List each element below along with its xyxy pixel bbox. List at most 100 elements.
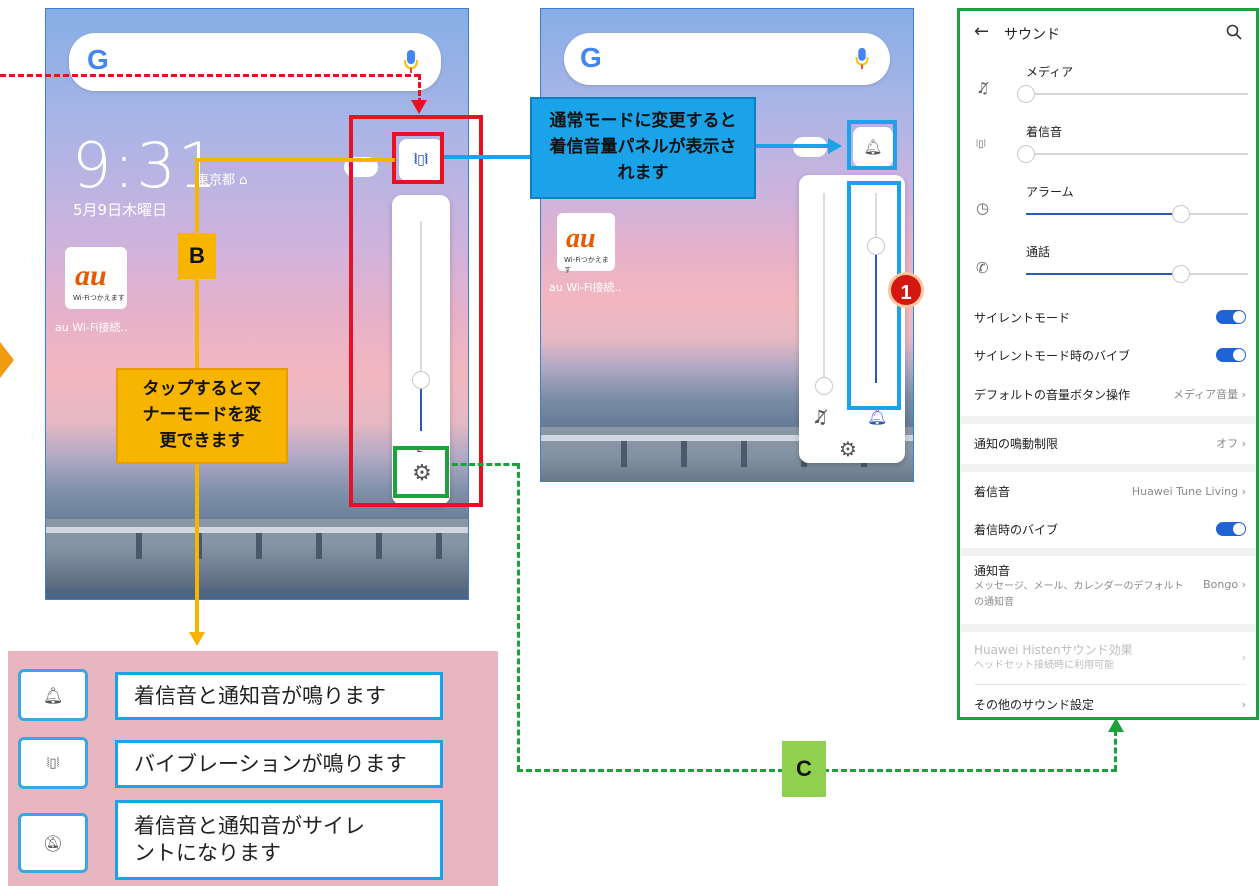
slider-track[interactable] [1026, 93, 1248, 95]
other-sound-row[interactable]: その他のサウンド設定 › [974, 694, 1246, 714]
au-logo-sub: Wi-Fiつかえます [73, 294, 125, 302]
notification-sound-row[interactable]: 通知音 メッセージ、メール、カレンダーのデフォルトの通知音 Bongo › [974, 562, 1246, 612]
row-value: Bongo [1203, 578, 1239, 591]
settings-gear-button[interactable]: ⚙ [400, 452, 444, 494]
ring-vibe-row[interactable]: 着信時のバイブ [974, 519, 1246, 539]
silent-vibe-toggle[interactable] [1216, 348, 1246, 362]
badge-1: 1 [888, 272, 924, 308]
separator [960, 548, 1256, 556]
row-value: Huawei Tune Living [1131, 484, 1239, 498]
gear-icon: ⚙ [412, 460, 432, 486]
slider-knob[interactable] [1172, 265, 1190, 283]
bell-icon: 🔔︎ [863, 138, 883, 156]
pier-scenery [46, 519, 468, 589]
au-logo-text: au [75, 259, 107, 292]
vibrate-icon: ⦚▯⦚ [414, 152, 428, 168]
blue-line-right [752, 144, 832, 148]
yellow-line-horizontal [195, 158, 395, 162]
red-highlight-panel [349, 115, 483, 507]
google-logo-icon: G [87, 44, 109, 75]
divider [974, 684, 1246, 685]
slider-knob[interactable] [1017, 85, 1035, 103]
silent-vibe-row[interactable]: サイレントモード時のバイブ [974, 345, 1246, 365]
label-c: C [782, 741, 826, 797]
row-value: オフ [1216, 437, 1239, 450]
slider-knob[interactable] [1172, 205, 1190, 223]
date-label: 5月9日木曜日 [73, 201, 168, 219]
row-label: サイレントモード [974, 310, 1071, 325]
row-label: その他のサウンド設定 [974, 697, 1095, 712]
media-volume-knob[interactable] [815, 377, 833, 395]
mic-icon[interactable] [403, 49, 419, 75]
row-value: メディア音量 [1172, 388, 1239, 401]
vibrate-icon: ⦚▯⦚ [18, 737, 88, 789]
chevron-right-icon: › [1241, 437, 1246, 450]
silent-mode-row[interactable]: サイレントモード [974, 307, 1246, 327]
volume-panel-expanded[interactable]: ♫̸ 🔔︎ ⚙ [799, 175, 905, 463]
slider-label: メディア [1026, 65, 1074, 79]
ringtone-row[interactable]: 着信音 Huawei Tune Living › [974, 481, 1246, 501]
slider-fill [1026, 213, 1181, 215]
bell-off-icon: 🔕︎ [18, 813, 88, 873]
media-volume-track[interactable] [823, 193, 825, 383]
search-icon[interactable] [1226, 24, 1242, 40]
legend-bell-text: 着信音と通知音が鳴ります [115, 672, 443, 720]
legend-vibrate-text: バイブレーションが鳴ります [115, 740, 443, 788]
media-muted-icon: ♫̸ [976, 79, 990, 97]
google-search-bar[interactable]: G [69, 33, 441, 91]
row-label: 着信音 [974, 484, 1011, 499]
row-label: 着信時のバイブ [974, 522, 1059, 537]
separator [960, 464, 1256, 472]
volume-track[interactable] [420, 221, 422, 431]
au-wifi-app-icon[interactable]: au Wi-Fiつかえます [65, 247, 127, 309]
notify-limit-row[interactable]: 通知の鳴動制限 オフ › [974, 433, 1246, 453]
tap-callout: タップするとマナーモードを変更できます [116, 368, 288, 464]
vibrate-icon: ⦚▯⦚ [976, 139, 986, 150]
row-desc: ヘッドセット接続時に利用可能 [974, 660, 1114, 671]
clock: 9:31 [72, 129, 220, 202]
slider-knob[interactable] [1017, 145, 1035, 163]
au-logo-sub: Wi-Fiつかえます [564, 256, 609, 274]
back-arrow-icon[interactable]: ← [974, 21, 990, 42]
chevron-right-icon: › [1241, 484, 1246, 498]
volume-slider-knob[interactable] [412, 371, 430, 389]
yellow-arrow-head [189, 632, 205, 646]
ring-mode-button[interactable]: 🔔︎ [853, 127, 893, 167]
mic-icon[interactable] [854, 47, 870, 71]
chevron-right-icon: › [1241, 388, 1246, 401]
bell-icon: 🔔︎ [18, 669, 88, 721]
chevron-right-icon: › [1241, 578, 1246, 591]
slider-fill [1026, 273, 1181, 275]
silent-mode-toggle[interactable] [1216, 310, 1246, 324]
slider-label: 通話 [1026, 245, 1051, 259]
ring-volume-fill [875, 245, 877, 383]
app-label: au Wi-Fi接続.. [549, 281, 622, 294]
bell-icon: 🔔︎ [867, 407, 888, 426]
phone-screen-home: G 9:31 東京都 ⌂ 5月9日木曜日 au Wi-Fiつかえます au Wi… [45, 8, 469, 600]
histen-row: Huawei Histenサウンド効果 ヘッドセット接続時に利用可能 › [974, 641, 1246, 677]
green-dashed-line-v1 [517, 463, 520, 771]
green-dashed-line-v2 [1114, 730, 1117, 771]
row-label: 通知音 [974, 564, 1011, 578]
gear-icon[interactable]: ⚙ [839, 437, 857, 461]
slider-label: 着信音 [1026, 125, 1063, 139]
ring-volume-knob[interactable] [867, 237, 885, 255]
slider-track[interactable] [1026, 153, 1248, 155]
ring-vibe-toggle[interactable] [1216, 522, 1246, 536]
media-muted-icon: ♫̸ [812, 407, 829, 428]
legend-panel: 🔔︎ 着信音と通知音が鳴ります ⦚▯⦚ バイブレーションが鳴ります 🔕︎ 着信音… [8, 651, 498, 886]
separator [960, 416, 1256, 424]
au-wifi-app-icon[interactable]: au Wi-Fiつかえます [557, 213, 615, 274]
phone-screen-volume: G au Wi-Fiつかえます au Wi-Fi接続.. ♫̸ 🔔︎ ⚙ 🔔︎ [540, 8, 914, 482]
vibrate-mode-button[interactable]: ⦚▯⦚ [399, 139, 443, 181]
location-label: 東京都 ⌂ [196, 173, 248, 188]
label-b: B [178, 233, 216, 279]
red-highlight-icon [392, 132, 444, 184]
volume-track-fill [420, 381, 422, 431]
blue-line [444, 155, 534, 159]
settings-title: サウンド [1004, 27, 1060, 43]
google-search-bar[interactable]: G [564, 33, 890, 85]
row-label: デフォルトの音量ボタン操作 [974, 387, 1131, 402]
default-volume-row[interactable]: デフォルトの音量ボタン操作 メディア音量 › [974, 384, 1246, 404]
alarm-icon: ◷ [976, 199, 990, 217]
